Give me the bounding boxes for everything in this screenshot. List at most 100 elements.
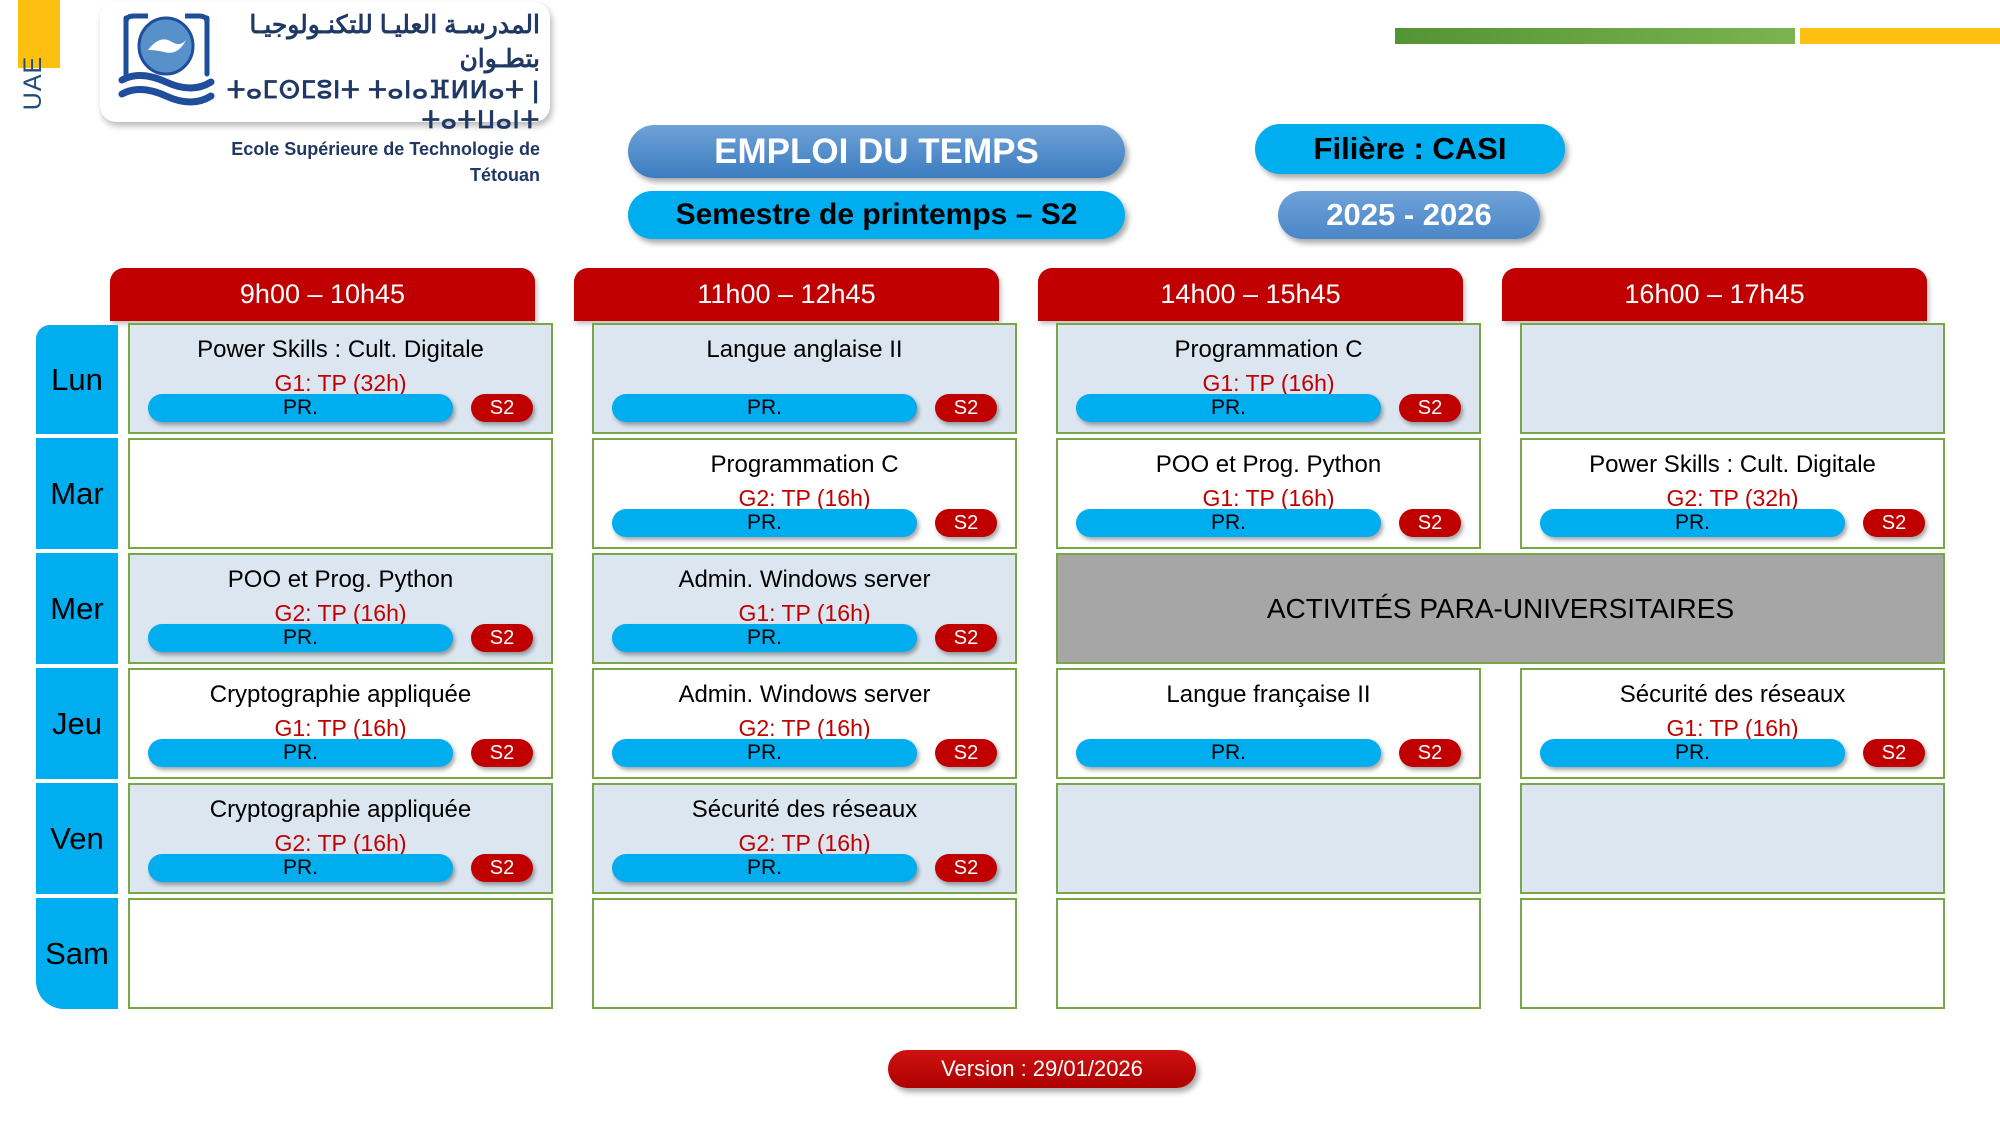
course-title: Cryptographie appliquée [209,796,472,823]
course-title: Langue française II [1166,681,1371,708]
course-title: Sécurité des réseaux [691,796,918,823]
filiere-badge: Filière : CASI [1255,124,1565,174]
day-label-sam: Sam [36,898,118,1009]
semester-tag: S2 [1863,739,1925,767]
semester-tag: S2 [471,854,533,882]
course-group-type: G2: TP (16h) [738,830,871,856]
professor-pill: PR. [148,624,453,652]
school-logo-text: المدرسـة العليـا للتكنـولوجيـا بتطـوان ⵜ… [225,8,540,188]
professor-pill: PR. [612,394,917,422]
course-group-type: G1: TP (16h) [1666,715,1799,741]
course-title: Programmation C [710,451,899,478]
course-title: Power Skills : Cult. Digitale [197,336,484,363]
course-title: POO et Prog. Python [227,566,454,593]
timetable-cell[interactable] [1056,898,1481,1009]
course-group-type: G2: TP (16h) [738,715,871,741]
professor-pill: PR. [612,509,917,537]
yellow-accent-tab [18,0,60,68]
header-corner-spacer [18,268,110,321]
timetable-cell[interactable] [1520,323,1945,434]
professor-pill: PR. [612,739,917,767]
uae-side-label: UAE [19,55,47,111]
day-label-ven: Ven [36,783,118,894]
timetable-cell[interactable]: Langue française II PR. S2 [1056,668,1481,779]
professor-pill: PR. [148,739,453,767]
timetable-cell-merged[interactable]: ACTIVITÉS PARA-UNIVERSITAIRES [1056,553,1945,664]
timetable-row-sam: Sam [18,896,1983,1011]
professor-pill: PR. [1540,739,1845,767]
course-title: Programmation C [1174,336,1363,363]
semester-tag: S2 [1399,509,1461,537]
course-group-type: G1: TP (16h) [738,600,871,626]
time-slot-header-4: 16h00 – 17h45 [1502,268,1927,321]
academic-year-badge: 2025 - 2026 [1278,191,1540,239]
yellow-accent-bar [1800,28,2000,44]
timetable-cell[interactable] [128,438,553,549]
time-slot-header-1: 9h00 – 10h45 [110,268,535,321]
course-group-type: G1: TP (32h) [274,370,407,396]
logo-tifinagh-line: ⵜⴰⵎⵙⵎⵓⵏⵜ ⵜⴰⵏⴰⴼⵍⵍⴰⵜ | ⵜⴰⵜⵡⴰⵏⵜ [226,77,540,134]
school-logo-icon [118,13,215,106]
timetable-grid: 9h00 – 10h45 11h00 – 12h45 14h00 – 15h45… [18,268,1983,1011]
semester-tag: S2 [471,624,533,652]
logo-arabic-line: المدرسـة العليـا للتكنـولوجيـا بتطـوان [249,11,540,73]
semester-tag: S2 [471,739,533,767]
course-title: Power Skills : Cult. Digitale [1589,451,1876,478]
professor-pill: PR. [1076,739,1381,767]
professor-pill: PR. [612,624,917,652]
course-group-type: G1: TP (16h) [274,715,407,741]
timetable-cell[interactable]: Programmation C G2: TP (16h)PR. S2 [592,438,1017,549]
semester-tag: S2 [935,394,997,422]
logo-french-line: Ecole Supérieure de Technologie de Tétou… [231,139,540,185]
professor-pill: PR. [1540,509,1845,537]
time-slot-header-2: 11h00 – 12h45 [574,268,999,321]
time-slot-header-3: 14h00 – 15h45 [1038,268,1463,321]
day-label-mer: Mer [36,553,118,664]
course-group-type: G2: TP (16h) [274,600,407,626]
semester-tag: S2 [1399,739,1461,767]
timetable-cell[interactable] [592,898,1017,1009]
activity-title: ACTIVITÉS PARA-UNIVERSITAIRES [1266,592,1735,624]
course-title: Admin. Windows server [678,681,931,708]
semester-tag: S2 [935,739,997,767]
course-group-type: G2: TP (16h) [274,830,407,856]
timetable-cell[interactable] [1056,783,1481,894]
semester-tag: S2 [471,394,533,422]
page-title: EMPLOI DU TEMPS [628,125,1125,178]
course-title: Cryptographie appliquée [209,681,472,708]
course-group-type: G1: TP (16h) [1202,370,1335,396]
course-title: Admin. Windows server [678,566,931,593]
timetable-cell[interactable] [1520,898,1945,1009]
semester-tag: S2 [1399,394,1461,422]
course-group-type: G2: TP (16h) [738,485,871,511]
day-label-lun: Lun [36,325,118,434]
timetable-cell[interactable]: Programmation C G1: TP (16h)PR. S2 [1056,323,1481,434]
timetable-cell[interactable] [128,898,553,1009]
version-badge: Version : 29/01/2026 [888,1050,1196,1088]
day-label-mar: Mar [36,438,118,549]
semester-tag: S2 [935,509,997,537]
professor-pill: PR. [1076,394,1381,422]
course-group-type: G1: TP (16h) [1202,485,1335,511]
timetable-cell[interactable] [1520,783,1945,894]
school-logo-card: المدرسـة العليـا للتكنـولوجيـا بتطـوان ⵜ… [100,2,550,185]
day-label-jeu: Jeu [36,668,118,779]
green-accent-bar [1395,28,1795,44]
